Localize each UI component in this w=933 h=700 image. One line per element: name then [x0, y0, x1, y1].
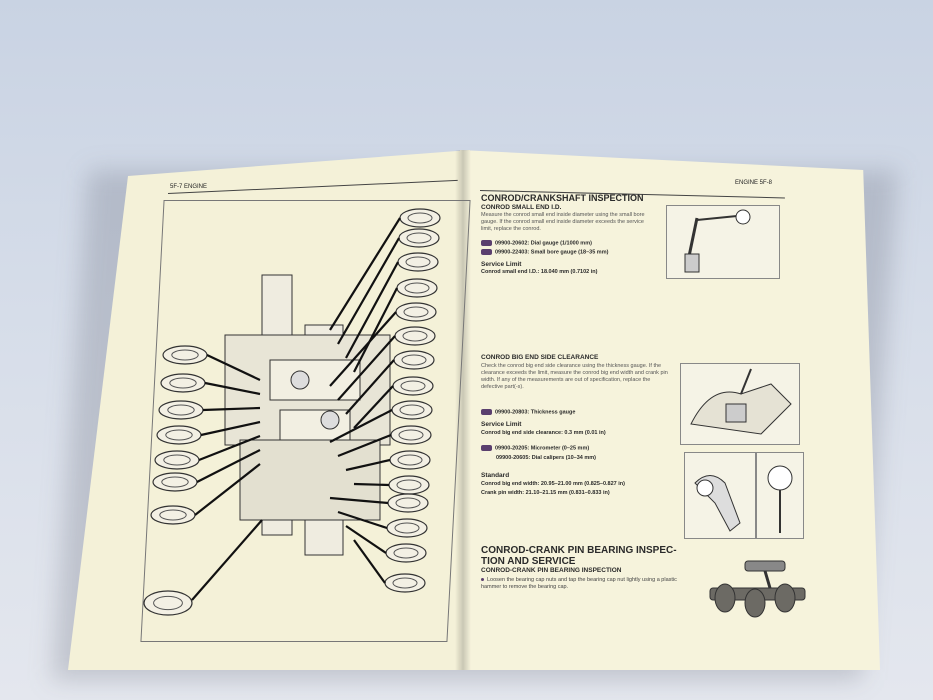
thickness-gauge-icon — [690, 368, 792, 435]
special-tool-icon — [481, 240, 492, 246]
section2-service-limit-label: Service Limit — [481, 421, 522, 428]
crankshaft-hammer-icon — [709, 560, 806, 618]
section3-subtitle: CONROD-CRANK PIN BEARING INSPECTION — [481, 567, 622, 574]
micrometer-illustration — [684, 452, 756, 539]
right-page-header: ENGINE 5F-8 — [735, 180, 773, 186]
section1-tool1-row: 09900-20602: Dial gauge (1/1000 mm) — [481, 240, 592, 246]
section2-standard2: Crank pin width: 21.10–21.15 mm (0.831–0… — [481, 490, 610, 496]
section2-body: Check the conrod big end side clearance … — [481, 363, 668, 390]
section2-title: CONROD BIG END SIDE CLEARANCE — [481, 354, 599, 361]
special-tool-icon — [481, 409, 492, 415]
section2-standard1: Conrod big end width: 20.95–21.00 mm (0.… — [481, 481, 625, 487]
bullet-icon — [481, 578, 484, 582]
micrometer-icon — [694, 475, 741, 532]
section1-service-limit-label: Service Limit — [481, 261, 522, 268]
section2-service-limit-value: Conrod big end side clearance: 0.3 mm (0… — [481, 430, 606, 436]
section3-title-line1: CONROD-CRANK PIN BEARING INSPEC- — [481, 545, 677, 556]
exploded-diagram-frame — [140, 200, 471, 642]
section2-tool2: 09900-20205: Micrometer (0–25 mm) — [495, 445, 590, 452]
section2-tool1: 09900-20803: Thickness gauge — [495, 409, 576, 416]
special-tool-icon — [481, 249, 492, 255]
section1-title: CONROD/CRANKSHAFT INSPECTION — [481, 193, 644, 203]
section3-title-line2: TION AND SERVICE — [481, 556, 576, 567]
dial-caliper-illustration — [756, 452, 804, 539]
bore-gauge-illustration — [666, 205, 780, 279]
section1-body: Measure the conrod small end inside diam… — [481, 212, 645, 232]
section1-service-limit-value: Conrod small end I.D.: 18.040 mm (0.7102… — [481, 269, 598, 275]
left-page-header: 5F-7 ENGINE — [170, 184, 208, 190]
section2-tool1-row: 09900-20803: Thickness gauge — [481, 409, 575, 415]
book-gutter — [455, 150, 471, 670]
section3-bullet: Loosen the bearing cap nuts and tap the … — [481, 577, 677, 590]
thickness-gauge-illustration — [680, 363, 800, 445]
section1-tool2: 09900-22403: Small bore gauge (18–35 mm) — [495, 249, 609, 256]
section2-tool2-row: 09900-20205: Micrometer (0–25 mm) — [481, 445, 589, 451]
section2-tool3: 09900-20605: Dial calipers (10–34 mm) — [496, 455, 596, 461]
dial-caliper-icon — [767, 465, 793, 533]
section1-tool1: 09900-20602: Dial gauge (1/1000 mm) — [495, 240, 592, 247]
bore-gauge-icon — [684, 209, 751, 273]
section3-bullet-row: Loosen the bearing cap nuts and tap the … — [481, 577, 681, 591]
crankshaft-photo — [700, 553, 820, 638]
section2-standard-label: Standard — [481, 472, 510, 479]
section1-tool2-row: 09900-22403: Small bore gauge (18–35 mm) — [481, 249, 608, 255]
special-tool-icon — [481, 445, 492, 451]
section3-title: CONROD-CRANK PIN BEARING INSPEC- TION AN… — [481, 545, 681, 567]
section1-subtitle: CONROD SMALL END I.D. — [481, 204, 562, 211]
